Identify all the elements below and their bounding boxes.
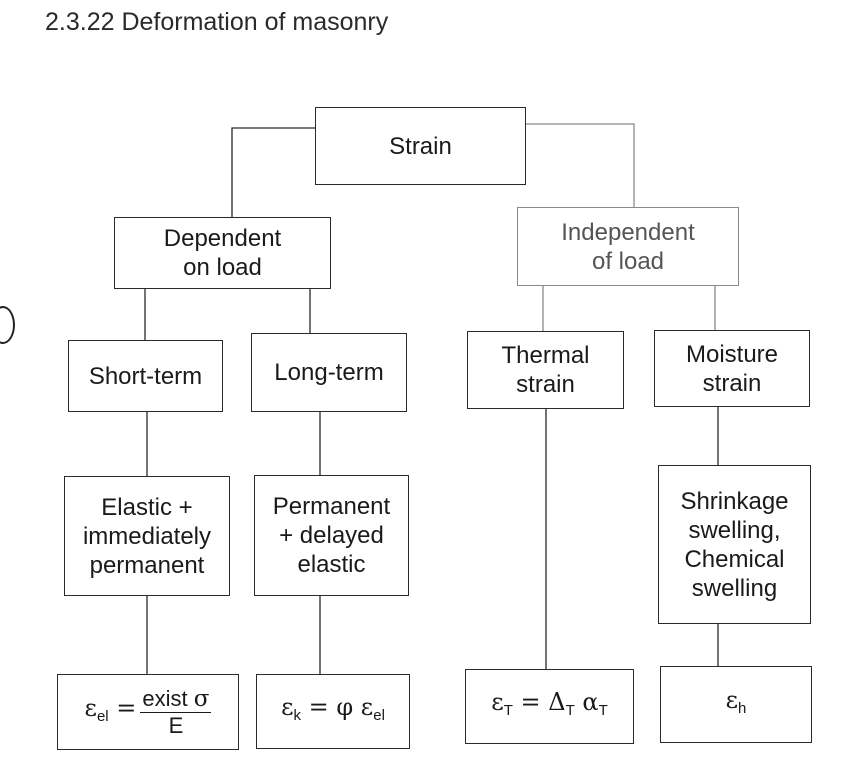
node-strain: Strain: [315, 107, 526, 185]
formula-t-symbol: ε: [491, 688, 504, 716]
connector-strain-dependent: [231, 127, 315, 217]
formula-t-sub: T: [503, 702, 513, 719]
formula-el-symbol: ε: [84, 693, 97, 722]
formula-el-sub: el: [96, 707, 109, 725]
formula-t-sub3: T: [598, 702, 608, 719]
node-thermal-strain: Thermal strain: [467, 331, 624, 409]
node-elastic-immediately-permanent: Elastic + immediately permanent: [64, 476, 230, 596]
formula-h-sub: h: [738, 700, 747, 717]
page-heading: 2.3.22 Deformation of masonry: [45, 8, 389, 36]
formula-t-sub2: T: [565, 702, 575, 719]
node-independent-of-load: Independent of load: [517, 207, 739, 286]
node-moisture-strain: Moisture strain: [654, 330, 810, 407]
node-long-term: Long-term: [251, 333, 407, 412]
formula-el-den: E: [168, 712, 184, 738]
node-shrinkage-chemical-swelling: Shrinkage swelling, Chemical swelling: [658, 465, 811, 624]
formula-h-symbol: ε: [725, 686, 739, 714]
connector-strain-independent: [526, 123, 635, 207]
formula-thermal-strain: εT = ΔT αT: [465, 669, 634, 744]
formula-k-rhs: = φ ε: [301, 693, 374, 721]
node-short-term: Short-term: [68, 340, 223, 412]
formula-elastic-strain: εel = exist σ E: [57, 674, 239, 750]
formula-el-fraction: exist σ E: [140, 685, 212, 738]
formula-k-sub: k: [293, 707, 302, 724]
formula-moisture-strain: εh: [660, 666, 812, 743]
node-dependent-on-load: Dependent on load: [114, 217, 331, 289]
formula-el-num-word: exist: [142, 685, 194, 711]
formula-el-num-greek: σ: [193, 685, 210, 712]
formula-el-equals: =: [108, 693, 137, 722]
formula-k-symbol: ε: [281, 693, 294, 721]
formula-t-rhs2: α: [574, 688, 599, 716]
formula-t-rhs1: = Δ: [512, 688, 566, 716]
formula-creep-strain: εk = φ εel: [256, 674, 410, 749]
node-permanent-delayed-elastic: Permanent + delayed elastic: [254, 475, 409, 596]
formula-k-rhs-sub: el: [373, 707, 385, 724]
